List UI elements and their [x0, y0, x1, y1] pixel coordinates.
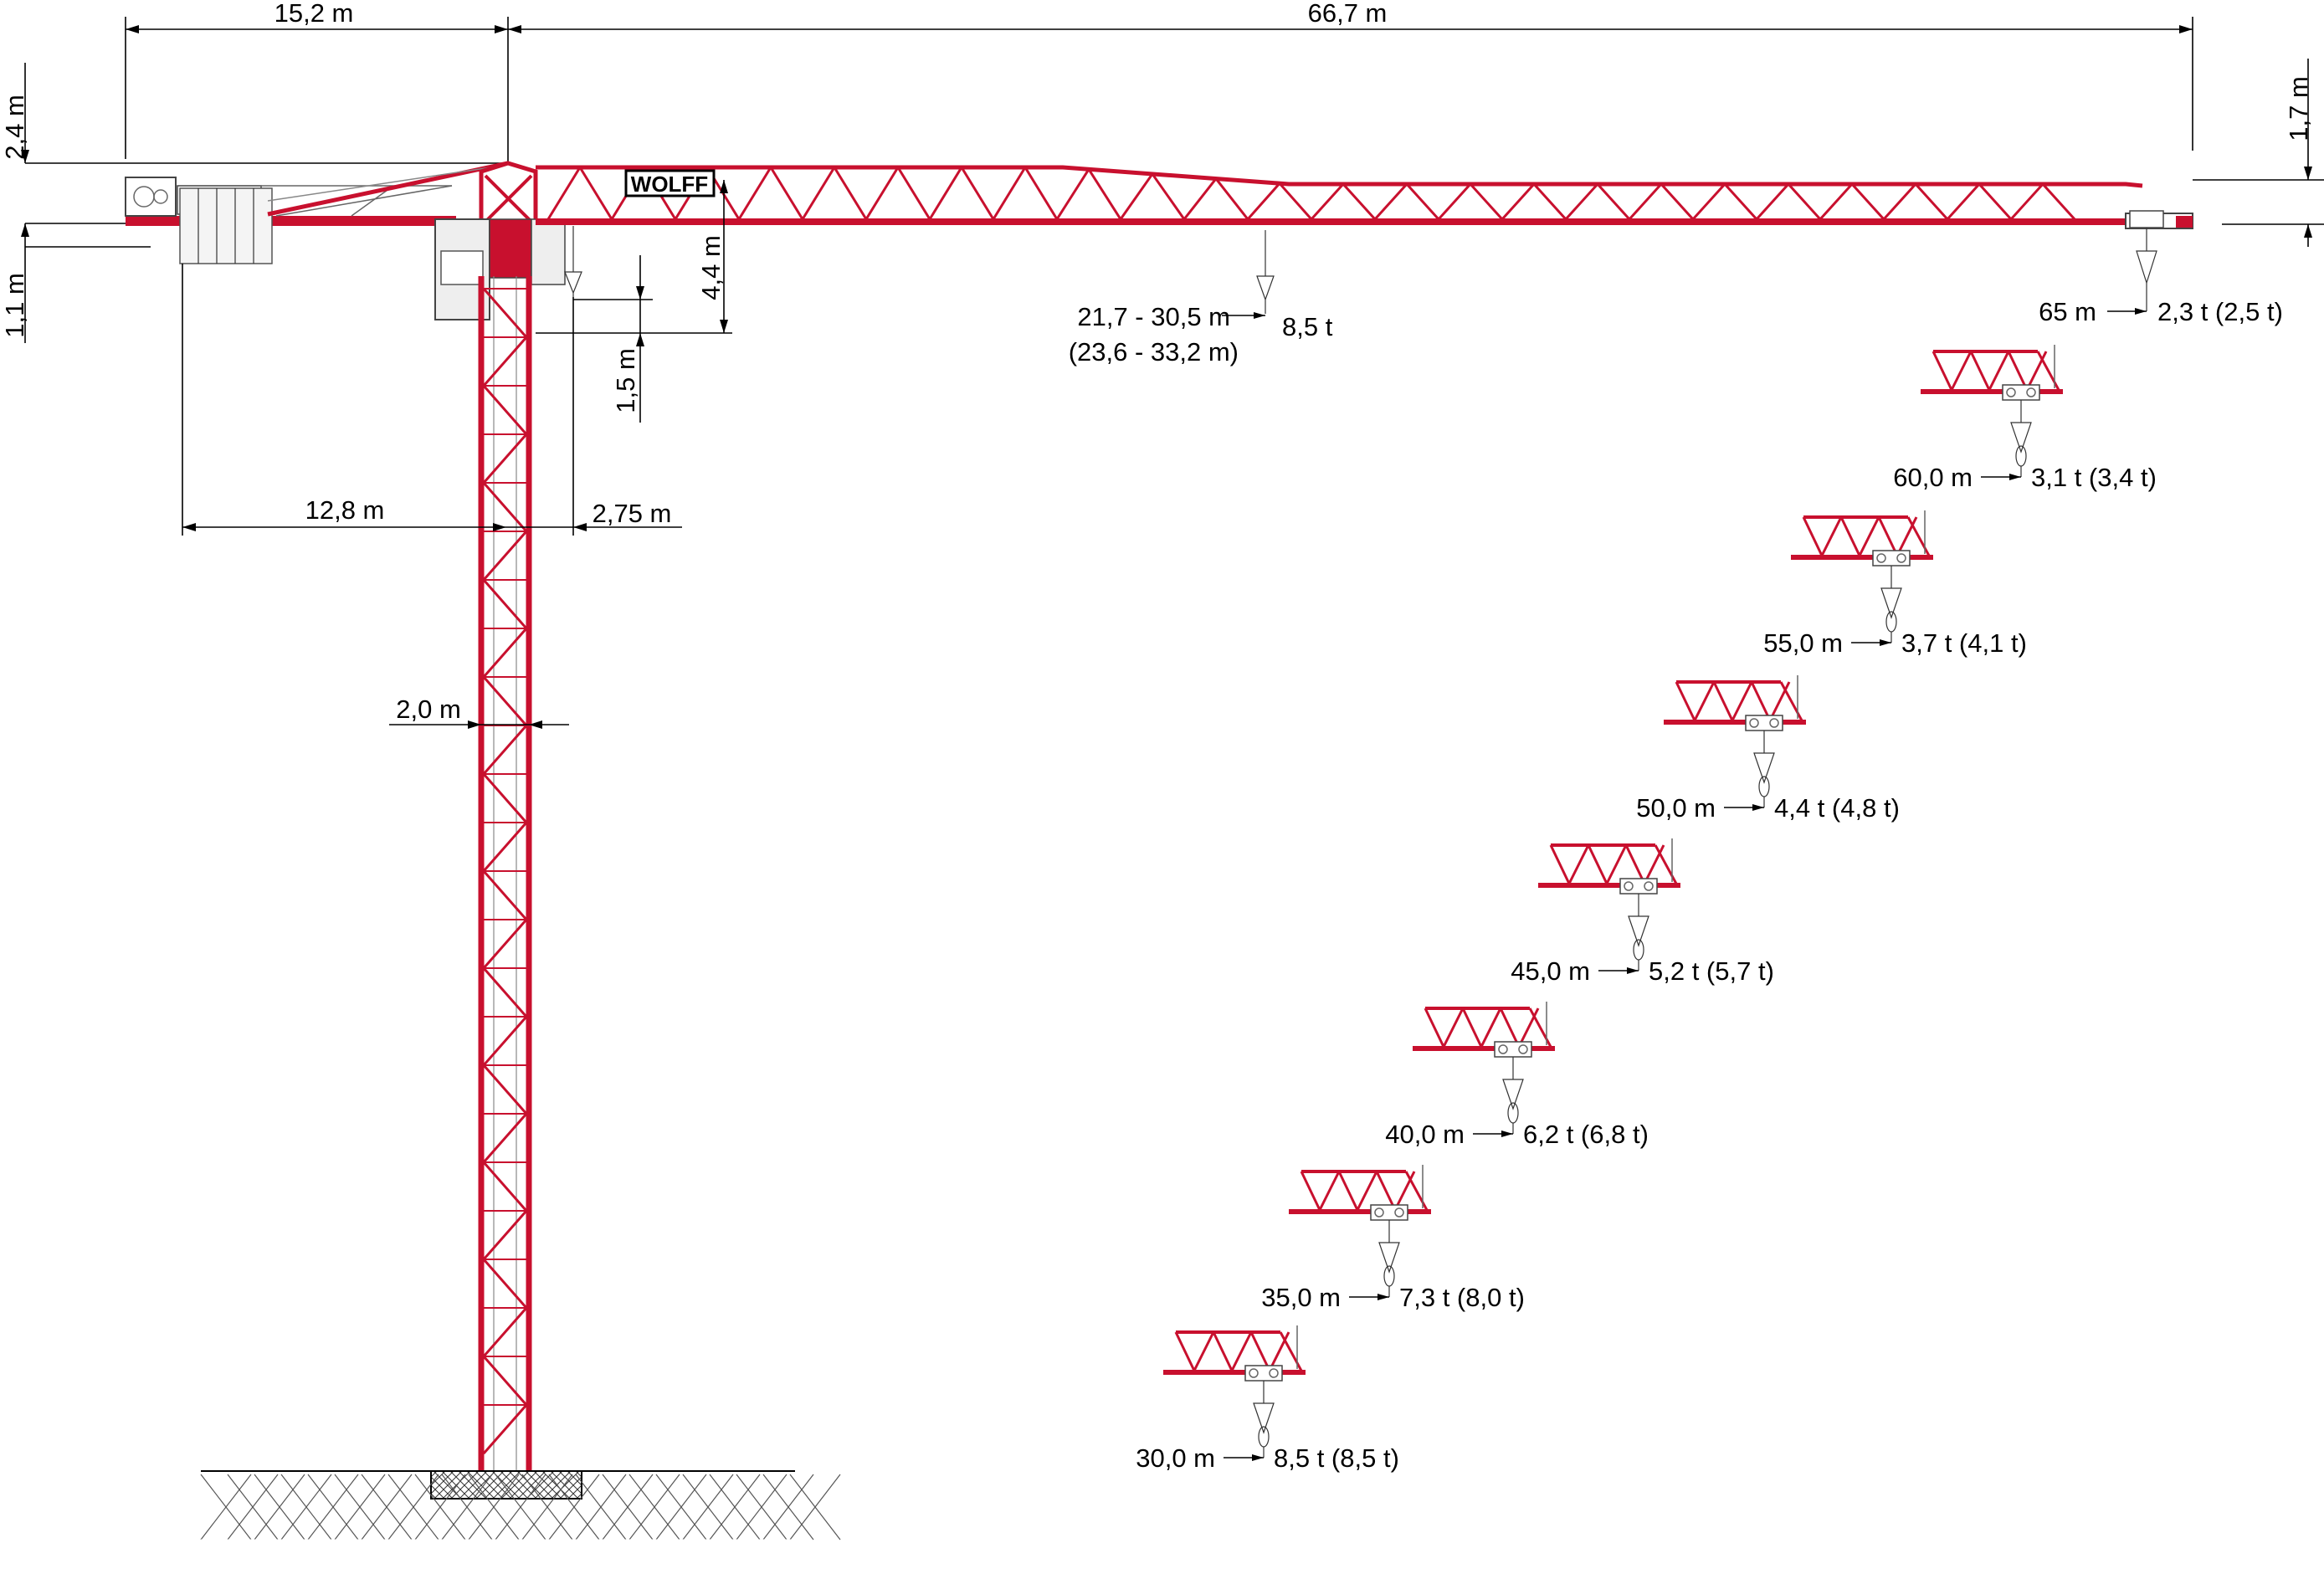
ballast-dimensions: 12,8 m 2,75 m 2,0 m	[182, 264, 682, 729]
max-load-radius-alt-label: (23,6 - 33,2 m)	[1069, 337, 1239, 367]
config-load-label: 5,2 t (5,7 t)	[1649, 956, 1774, 986]
counterweight-blocks	[179, 187, 273, 264]
jib-config-4: 40,0 m 6,2 t (6,8 t)	[1385, 1002, 1649, 1149]
counter-jib-length-label: 15,2 m	[274, 0, 354, 28]
tower-lattice	[482, 288, 528, 1454]
top-dimensions: 15,2 m 66,7 m	[125, 0, 2193, 167]
jib-length-label: 66,7 m	[1308, 0, 1388, 28]
config-load-label: 4,4 t (4,8 t)	[1774, 793, 1900, 823]
config-radius-label: 60,0 m	[1893, 463, 1973, 492]
jib-config-0: 60,0 m 3,1 t (3,4 t)	[1893, 345, 2157, 492]
config-radius-label: 35,0 m	[1261, 1283, 1341, 1312]
jib-config-2: 50,0 m 4,4 t (4,8 t)	[1636, 675, 1900, 823]
hook-height-dimensions: 4,4 m 1,5 m	[536, 180, 732, 423]
config-load-label: 7,3 t (8,0 t)	[1399, 1283, 1525, 1312]
counter-jib	[125, 161, 509, 264]
tower-offset-label: 2,75 m	[593, 499, 672, 528]
counter-jib-depth-label: 1,1 m	[0, 273, 29, 338]
max-load-radius-label: 21,7 - 30,5 m	[1077, 302, 1230, 331]
tower-mast	[478, 276, 532, 1471]
hook-offset-label: 1,5 m	[611, 348, 640, 413]
config-load-label: 6,2 t (6,8 t)	[1523, 1120, 1649, 1149]
config-radius-label: 55,0 m	[1763, 628, 1843, 658]
tower-width-label: 2,0 m	[396, 695, 461, 724]
tip-load-label: 2,3 t (2,5 t)	[2157, 297, 2283, 326]
main-jib: WOLFF	[536, 165, 2193, 229]
brand-label: WOLFF	[631, 172, 708, 197]
config-radius-label: 50,0 m	[1636, 793, 1716, 823]
jib-config-3: 45,0 m 5,2 t (5,7 t)	[1511, 838, 1774, 986]
config-load-label: 3,7 t (4,1 t)	[1901, 628, 2027, 658]
max-load-value-label: 8,5 t	[1282, 312, 1333, 341]
jib-config-1: 55,0 m 3,7 t (4,1 t)	[1763, 510, 2027, 658]
brand-plate	[624, 169, 716, 197]
jib-tip-height-label: 1,7 m	[2284, 76, 2313, 141]
max-load-trolley: 21,7 - 30,5 m (23,6 - 33,2 m) 8,5 t	[1069, 230, 1333, 367]
tip-radius-label: 65 m	[2039, 297, 2096, 326]
jib-config-5: 35,0 m 7,3 t (8,0 t)	[1261, 1165, 1525, 1312]
tower-head	[434, 161, 566, 320]
ground-hatch	[200, 1474, 841, 1541]
inner-trolley	[564, 226, 582, 297]
config-radius-label: 45,0 m	[1511, 956, 1590, 986]
config-load-label: 8,5 t (8,5 t)	[1274, 1443, 1399, 1473]
ballast-radius-label: 12,8 m	[305, 495, 385, 525]
jib-lattice	[546, 167, 2076, 221]
jib-config-6: 30,0 m 8,5 t (8,5 t)	[1136, 1325, 1399, 1473]
config-radius-label: 40,0 m	[1385, 1120, 1465, 1149]
right-dimensions: 1,7 m	[2193, 59, 2324, 247]
tip-trolley: 65 m 2,3 t (2,5 t)	[2039, 210, 2283, 326]
config-radius-label: 30,0 m	[1136, 1443, 1215, 1473]
foundation	[200, 1470, 841, 1541]
trolley-height-label: 4,4 m	[696, 235, 726, 300]
config-load-label: 3,1 t (3,4 t)	[2031, 463, 2157, 492]
counter-jib-height-label: 2,4 m	[0, 95, 29, 160]
